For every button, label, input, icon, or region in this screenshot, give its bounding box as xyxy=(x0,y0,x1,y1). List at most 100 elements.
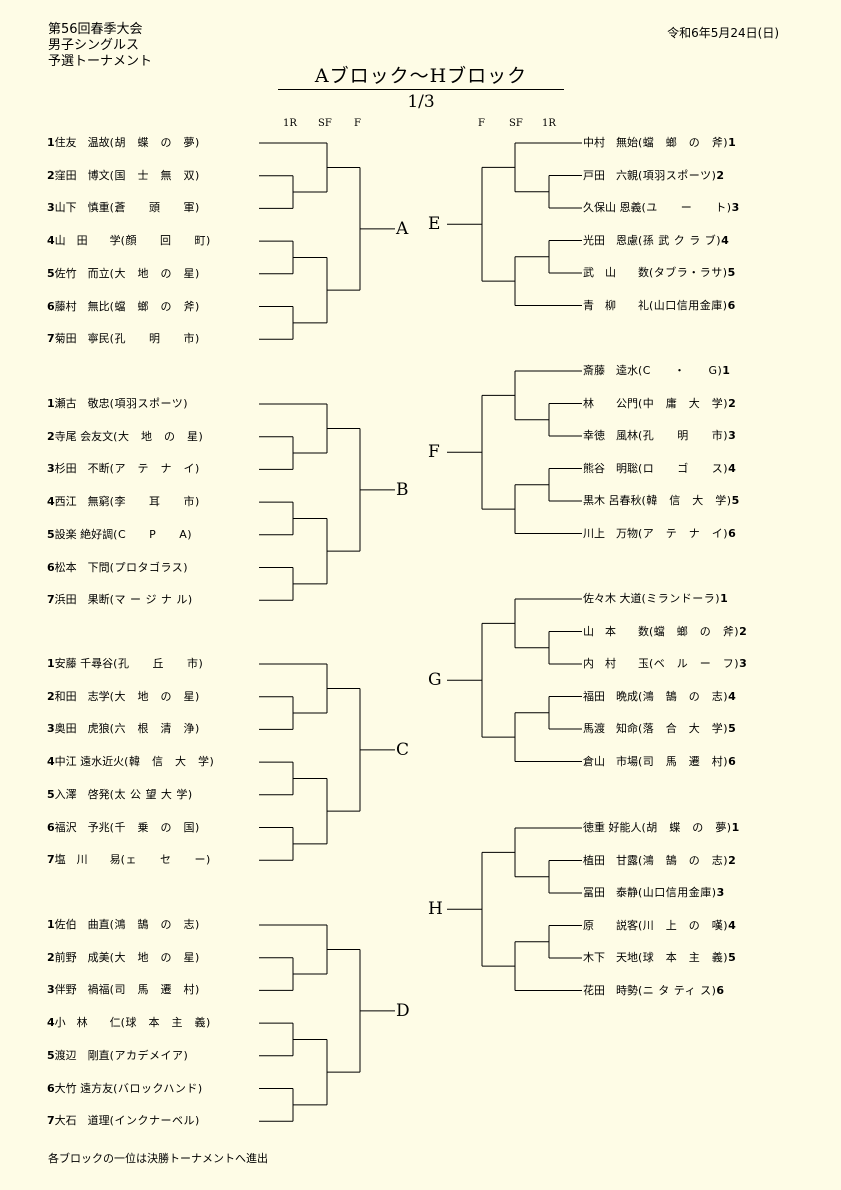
player-name: 戸田 六親 xyxy=(583,168,638,182)
block-label: F xyxy=(428,442,440,463)
player-seed: 1 xyxy=(722,364,730,377)
player-name: 山 田 学 xyxy=(54,234,121,248)
player-row: 1住友 温故(胡 蝶 の 夢) xyxy=(47,136,200,150)
player-name: 川上 万物 xyxy=(583,526,638,540)
player-seed: 5 xyxy=(47,1048,55,1062)
event-date: 令和6年5月24日(日) xyxy=(667,26,779,40)
player-affiliation: (球 本 主 義) xyxy=(120,1016,211,1030)
player-row: 1安藤 千尋谷(孔 丘 市) xyxy=(47,657,203,671)
player-name: 光田 恩慮 xyxy=(583,233,638,247)
player-seed: 5 xyxy=(47,266,55,280)
player-affiliation: (ェ セ ー) xyxy=(120,853,211,867)
player-name: 原 説客 xyxy=(583,918,638,932)
player-seed: 2 xyxy=(47,950,55,964)
player-name: 松本 下問 xyxy=(54,560,110,574)
block-label: B xyxy=(396,479,409,500)
player-seed: 3 xyxy=(716,886,725,899)
player-affiliation: (アカデメイア) xyxy=(109,1048,189,1062)
block-label: A xyxy=(396,218,409,239)
player-name: 菊田 寧民 xyxy=(54,332,110,346)
player-affiliation: (蒼 頭 軍) xyxy=(109,201,200,215)
player-seed: 5 xyxy=(731,494,740,507)
player-affiliation: (司 馬 遷 村) xyxy=(109,983,200,997)
player-row: 6松本 下問(プロタゴラス) xyxy=(47,561,188,575)
player-name: 木下 天地 xyxy=(583,951,638,964)
round-label-left-f: F xyxy=(354,118,361,129)
player-affiliation: (C P A) xyxy=(113,527,193,541)
player-seed: 6 xyxy=(716,983,725,997)
player-seed: 6 xyxy=(47,560,55,574)
player-row: 6大竹 遠方友(バロックハンド) xyxy=(47,1082,203,1096)
player-seed: 2 xyxy=(47,689,55,703)
player-affiliation: (ア テ ナ イ) xyxy=(109,462,200,476)
player-seed: 3 xyxy=(47,462,55,476)
player-name: 熊谷 明聡 xyxy=(583,461,638,475)
player-name: 瀬古 敬忠 xyxy=(54,397,110,410)
player-seed: 4 xyxy=(47,495,55,509)
player-name: 徳重 好能人 xyxy=(583,821,642,834)
block-label: E xyxy=(428,214,441,235)
player-name: 佐伯 曲直 xyxy=(54,918,110,931)
player-name: 中村 無始 xyxy=(583,136,638,149)
player-name: 和田 志学 xyxy=(54,689,110,703)
player-affiliation: (川 上 の 嘆) xyxy=(638,918,729,932)
player-affiliation: (太 公 望 大 学) xyxy=(109,787,193,801)
player-affiliation: (ユ ー ト) xyxy=(641,201,732,214)
player-seed: 3 xyxy=(47,983,55,997)
event-category: 男子シングルス xyxy=(48,38,140,53)
player-seed: 1 xyxy=(47,397,55,410)
player-name: 武 山 数 xyxy=(583,266,649,279)
player-row: 原 説客(川 上 の 嘆)4 xyxy=(583,919,736,933)
player-seed: 4 xyxy=(728,461,736,475)
player-affiliation: (項羽スポーツ) xyxy=(109,397,189,410)
player-row: 4山 田 学(顔 回 町) xyxy=(47,234,211,248)
player-seed: 4 xyxy=(728,918,736,932)
round-label-left-1r: 1R xyxy=(283,118,297,129)
player-name: 西江 無窮 xyxy=(54,495,110,509)
player-row: 1佐伯 曲直(鴻 鵠 の 志) xyxy=(47,918,200,932)
player-name: 冨田 泰静 xyxy=(583,886,638,899)
player-row: 冨田 泰静(山口信用金庫)3 xyxy=(583,886,724,900)
player-row: 内 村 玉(ベ ル ー フ)3 xyxy=(583,657,747,671)
player-name: 福沢 予兆 xyxy=(54,820,110,834)
player-seed: 3 xyxy=(728,429,736,442)
player-affiliation: (大 地 の 星) xyxy=(109,266,200,280)
player-affiliation: (インクナーベル) xyxy=(109,1114,200,1128)
player-affiliation: (C ・ G) xyxy=(638,364,723,377)
player-row: 徳重 好能人(胡 蝶 の 夢)1 xyxy=(583,821,739,835)
player-row: 4中江 遠水近火(韓 信 大 学) xyxy=(47,755,214,769)
player-name: 塩 川 易 xyxy=(54,853,121,867)
player-seed: 6 xyxy=(47,299,55,313)
round-label-right-f: F xyxy=(478,118,485,129)
player-seed: 7 xyxy=(47,332,55,346)
player-row: 木下 天地(球 本 主 義)5 xyxy=(583,951,736,965)
event-title: 第56回春季大会 xyxy=(48,22,143,37)
player-affiliation: (孔 明 市) xyxy=(638,429,729,442)
player-affiliation: (司 馬 遷 村) xyxy=(638,754,729,768)
block-label: D xyxy=(396,1000,410,1021)
player-name: 倉山 市場 xyxy=(583,754,638,768)
player-name: 林 公門 xyxy=(583,396,638,410)
player-name: 中江 遠水近火 xyxy=(54,755,125,769)
player-row: 戸田 六親(項羽スポーツ)2 xyxy=(583,169,724,183)
player-seed: 6 xyxy=(47,820,55,834)
player-row: 幸徳 風林(孔 明 市)3 xyxy=(583,429,736,443)
player-row: 熊谷 明聡(ロ ゴ ス)4 xyxy=(583,462,736,476)
player-affiliation: (胡 蝶 の 夢) xyxy=(641,821,732,834)
player-row: 5渡辺 剛直(アカデメイア) xyxy=(47,1049,188,1063)
player-name: 前野 成美 xyxy=(54,950,110,964)
player-row: 倉山 市場(司 馬 遷 村)6 xyxy=(583,755,736,769)
player-seed: 7 xyxy=(47,853,55,867)
block-label: G xyxy=(428,670,442,691)
player-row: 斎藤 逵水(C ・ G)1 xyxy=(583,364,730,378)
player-seed: 6 xyxy=(727,298,736,312)
player-seed: 7 xyxy=(47,593,55,607)
player-seed: 6 xyxy=(47,1081,55,1095)
player-name: 安藤 千尋谷 xyxy=(54,657,114,670)
player-row: 5佐竹 而立(大 地 の 星) xyxy=(47,267,200,281)
page-title: Aブロック～Hブロック xyxy=(278,61,564,90)
player-name: 植田 甘露 xyxy=(583,853,638,867)
player-seed: 2 xyxy=(728,396,736,410)
player-seed: 7 xyxy=(47,1114,55,1128)
page-number: 1/3 xyxy=(407,92,435,112)
